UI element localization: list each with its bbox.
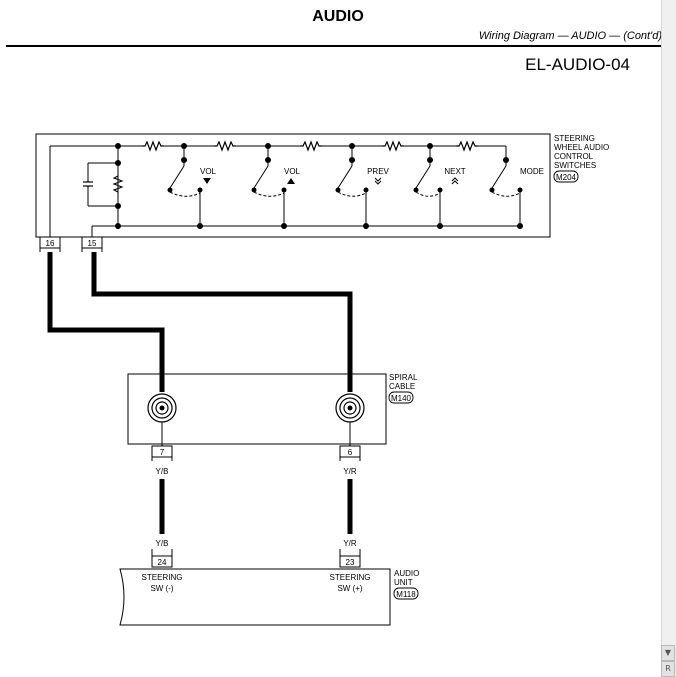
wire-color-yr-bottom: Y/R — [343, 539, 357, 548]
spiral-cable-connector: M140 — [391, 394, 412, 403]
steering-switch-name-2: WHEEL AUDIO — [554, 143, 609, 152]
switch-prev — [335, 143, 382, 226]
switch-label-next: NEXT — [444, 167, 465, 176]
switch-label-vol-down: VOL — [200, 167, 217, 176]
switch-next — [413, 143, 459, 226]
svg-text:15: 15 — [88, 239, 97, 248]
wire-color-yb-bottom: Y/B — [156, 539, 169, 548]
spiral-cable-name-2: CABLE — [389, 382, 415, 391]
svg-text:23: 23 — [346, 558, 355, 567]
pin-label-24-line1: STEERING — [142, 573, 183, 582]
audio-unit-connector: M118 — [396, 590, 416, 599]
switch-label-vol-up: VOL — [284, 167, 301, 176]
switch-vol-down — [167, 143, 211, 226]
terminal-24: 24 — [151, 549, 173, 568]
switch-label-mode: MODE — [520, 167, 544, 176]
vertical-scrollbar[interactable]: ▼ R — [661, 0, 676, 677]
terminal-16: 16 — [39, 236, 61, 252]
spiral-cable-name-1: SPIRAL — [389, 373, 418, 382]
audio-unit-name-2: UNIT — [394, 578, 413, 587]
steering-switch-box — [35, 133, 551, 242]
audio-unit-box — [119, 568, 391, 626]
terminal-23: 23 — [339, 549, 361, 568]
audio-unit-name-1: AUDIO — [394, 569, 419, 578]
switch-vol-up — [251, 143, 295, 226]
wire-16-to-spiral — [47, 252, 165, 392]
header-rule — [6, 45, 662, 47]
svg-text:6: 6 — [348, 448, 353, 457]
spiral-cable-box — [127, 373, 387, 448]
wire-15-to-spiral — [91, 252, 353, 392]
terminal-6: 6 — [339, 445, 361, 461]
wire-color-yb-top: Y/B — [156, 467, 169, 476]
spiral-coil-right — [335, 393, 365, 448]
wiring-diagram: VOL VOL PREV NEXT MODE STEERING WHEEL AU… — [35, 133, 609, 626]
steering-switch-connector: M204 — [556, 173, 577, 182]
pin-label-24-line2: SW (-) — [150, 584, 173, 593]
steering-switch-name-4: SWITCHES — [554, 161, 596, 170]
switch-label-prev: PREV — [367, 167, 389, 176]
terminal-7: 7 — [151, 445, 173, 461]
svg-text:24: 24 — [158, 558, 167, 567]
scroll-down-icon[interactable]: ▼ — [661, 645, 675, 661]
svg-text:7: 7 — [160, 448, 165, 457]
steering-switch-name-1: STEERING — [554, 134, 595, 143]
wire-color-yr-top: Y/R — [343, 467, 357, 476]
resize-grip-icon[interactable]: R — [661, 661, 675, 677]
svg-text:16: 16 — [46, 239, 55, 248]
spiral-coil-left — [147, 393, 177, 448]
page-title: AUDIO — [312, 8, 364, 25]
terminal-15: 15 — [81, 236, 103, 252]
switch-mode — [489, 146, 523, 226]
pin-label-23-line2: SW (+) — [337, 584, 362, 593]
pin-label-23-line1: STEERING — [330, 573, 371, 582]
diagram-code: EL-AUDIO-04 — [525, 55, 630, 74]
page-subtitle: Wiring Diagram — AUDIO — (Cont'd) — [478, 30, 662, 42]
steering-switch-name-3: CONTROL — [554, 152, 594, 161]
